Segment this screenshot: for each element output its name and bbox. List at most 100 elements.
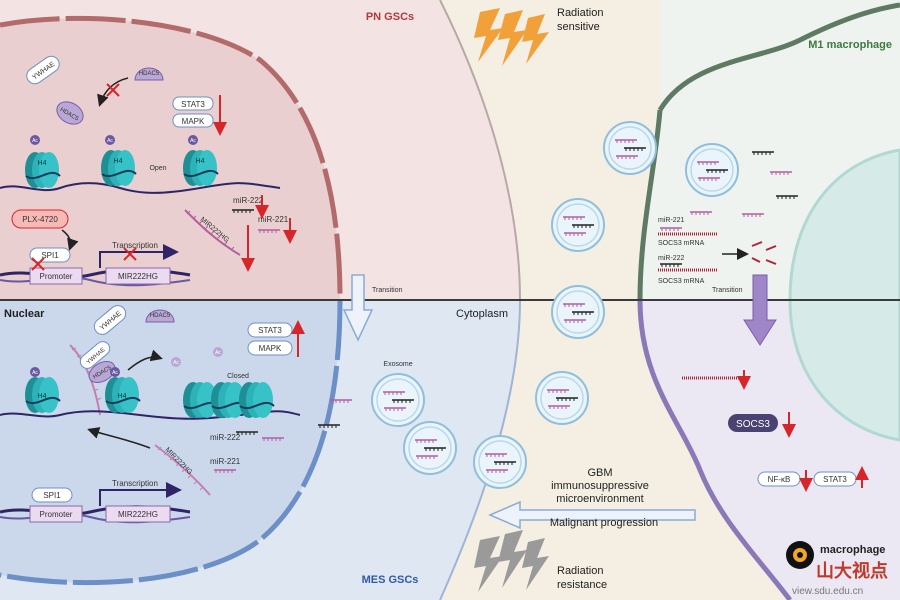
open-label: Open — [149, 165, 166, 172]
svg-text:H4: H4 — [118, 393, 127, 400]
cytoplasm-label: Cytoplasm — [456, 308, 508, 320]
svg-text:Ac: Ac — [215, 350, 221, 356]
radiation-sensitive-line2: sensitive — [557, 21, 600, 33]
socs3-protein: SOCS3 — [728, 414, 778, 432]
transcription-arrow-mes — [99, 482, 182, 506]
svg-text:Ac: Ac — [112, 370, 118, 376]
svg-text:H4: H4 — [114, 158, 123, 165]
block-cross-hdac5 — [106, 83, 120, 97]
svg-text:SOCS3: SOCS3 — [736, 419, 770, 430]
hdac5-bound: HDAC5 — [88, 361, 116, 383]
exosome-macrophage — [686, 144, 738, 196]
exosome-mes-2 — [404, 422, 456, 474]
hdac5-protein-left: HDAC5 — [56, 101, 84, 125]
svg-text:MIR222HG: MIR222HG — [118, 510, 158, 519]
svg-text:H4: H4 — [38, 160, 47, 167]
deacetylation-arrow — [127, 349, 163, 371]
pn-nuclear-envelope — [0, 15, 343, 301]
exosome-mid-5 — [604, 122, 656, 174]
stat3-box-mes: STAT3 — [247, 322, 293, 338]
socs3-mrna-label-2: SOCS3 mRNA — [658, 278, 705, 285]
nfkb-box: NF-κB — [757, 471, 801, 487]
radiation-resistance-line2: resistance — [557, 579, 607, 591]
gene-box-mes: MIR222HG — [105, 505, 171, 523]
degraded-mrna-fragments — [751, 241, 777, 265]
exosome-mid-2 — [552, 286, 604, 338]
pn-dna-strand — [0, 182, 281, 194]
radiation-sensitive-icon — [474, 8, 549, 66]
mir221-label-top: miR-221 — [258, 215, 289, 224]
transcription-label-mes: Transcription — [112, 479, 158, 488]
hdac5-arrow — [97, 77, 129, 107]
spi1-protein-top: SPI1 — [29, 247, 71, 263]
m1-membrane-left — [637, 109, 663, 301]
exosome-mid-1 — [552, 199, 604, 251]
feedback-arrow — [87, 427, 151, 449]
hdac5-protein-mes-top: HDAC5 — [145, 309, 175, 323]
promoter-box-top: Promoter — [29, 267, 83, 285]
svg-text:Promoter: Promoter — [40, 510, 73, 519]
mes-nuclear-envelope — [0, 299, 343, 586]
radiation-resistance-icon — [474, 530, 549, 592]
malignant-progression-label: Malignant progression — [550, 517, 658, 529]
svg-text:Ac: Ac — [190, 138, 196, 144]
mac-mir221-label: miR-221 — [658, 217, 685, 224]
mes-nucleosome-1: H4 Ac — [24, 367, 61, 414]
watermark-line1: macrophage — [820, 544, 885, 556]
watermark-line2: 山大视点 — [816, 560, 888, 581]
pn-nucleosome-3: H4 Ac — [182, 135, 219, 187]
watermark-line3: view.sdu.edu.cn — [792, 586, 863, 597]
svg-text:Ac: Ac — [32, 370, 38, 376]
mes-nucleosome-2: H4 Ac — [104, 367, 141, 414]
mapk-box-mes: MAPK — [247, 340, 293, 356]
m2-membrane — [637, 299, 792, 600]
gbm-line2: immunosuppressive — [551, 480, 649, 492]
gene-box-top: MIR222HG — [105, 267, 171, 285]
radiation-sensitive-line1: Radiation — [557, 7, 603, 19]
mac-mir222-label: miR-222 — [658, 255, 685, 262]
svg-text:MAPK: MAPK — [259, 344, 282, 353]
plx-inhibit-arrow — [61, 229, 79, 251]
exosome-mid-3 — [536, 372, 588, 424]
mes-title: MES GSCs — [362, 574, 419, 586]
exosome-mes-1 — [372, 374, 424, 426]
block-cross-promoter — [31, 257, 45, 271]
free-ac-1 — [171, 357, 181, 367]
svg-text:HDAC5: HDAC5 — [139, 71, 160, 77]
svg-text:STAT3: STAT3 — [823, 475, 847, 484]
mir222-label-mes: miR-222 — [210, 433, 241, 442]
mir222-label-top: miR-222 — [233, 196, 264, 205]
closed-chromatin — [182, 381, 275, 419]
svg-text:MAPK: MAPK — [182, 117, 205, 126]
exosome-label: Exosome — [383, 361, 412, 368]
transition-arrow-gsc — [342, 274, 374, 342]
exosome-mid-4 — [474, 436, 526, 488]
pn-nucleus — [0, 18, 340, 300]
spi1-protein-mes: SPI1 — [31, 487, 73, 503]
svg-text:MIR222HG: MIR222HG — [118, 272, 158, 281]
svg-text:STAT3: STAT3 — [181, 100, 205, 109]
svg-text:PLX-4720: PLX-4720 — [22, 215, 58, 224]
transition-arrow-macrophage — [743, 274, 777, 346]
radiation-resistance-line1: Radiation — [557, 565, 603, 577]
promoter-box-mes: Promoter — [29, 505, 83, 523]
free-ac-2 — [213, 347, 223, 357]
transcription-arrow-top — [99, 244, 179, 268]
svg-text:STAT3: STAT3 — [258, 326, 282, 335]
pn-nucleosome-1: H4 Ac — [24, 135, 61, 189]
svg-text:H4: H4 — [196, 158, 205, 165]
svg-text:Ac: Ac — [107, 138, 113, 144]
block-cross-transcription — [123, 247, 137, 261]
svg-text:H4: H4 — [38, 393, 47, 400]
gbm-line1: GBM — [587, 467, 612, 479]
svg-text:SPI1: SPI1 — [41, 251, 59, 260]
transcription-label-top: Transcription — [112, 241, 158, 250]
svg-text:SPI1: SPI1 — [43, 491, 61, 500]
pn-membrane — [439, 0, 521, 301]
m1-macrophage-title: M1 macrophage — [808, 39, 892, 51]
pn-title: PN GSCs — [366, 11, 414, 23]
pn-nucleosome-2: H4 Ac — [100, 135, 137, 187]
stat3-box-macrophage: STAT3 — [813, 471, 857, 487]
